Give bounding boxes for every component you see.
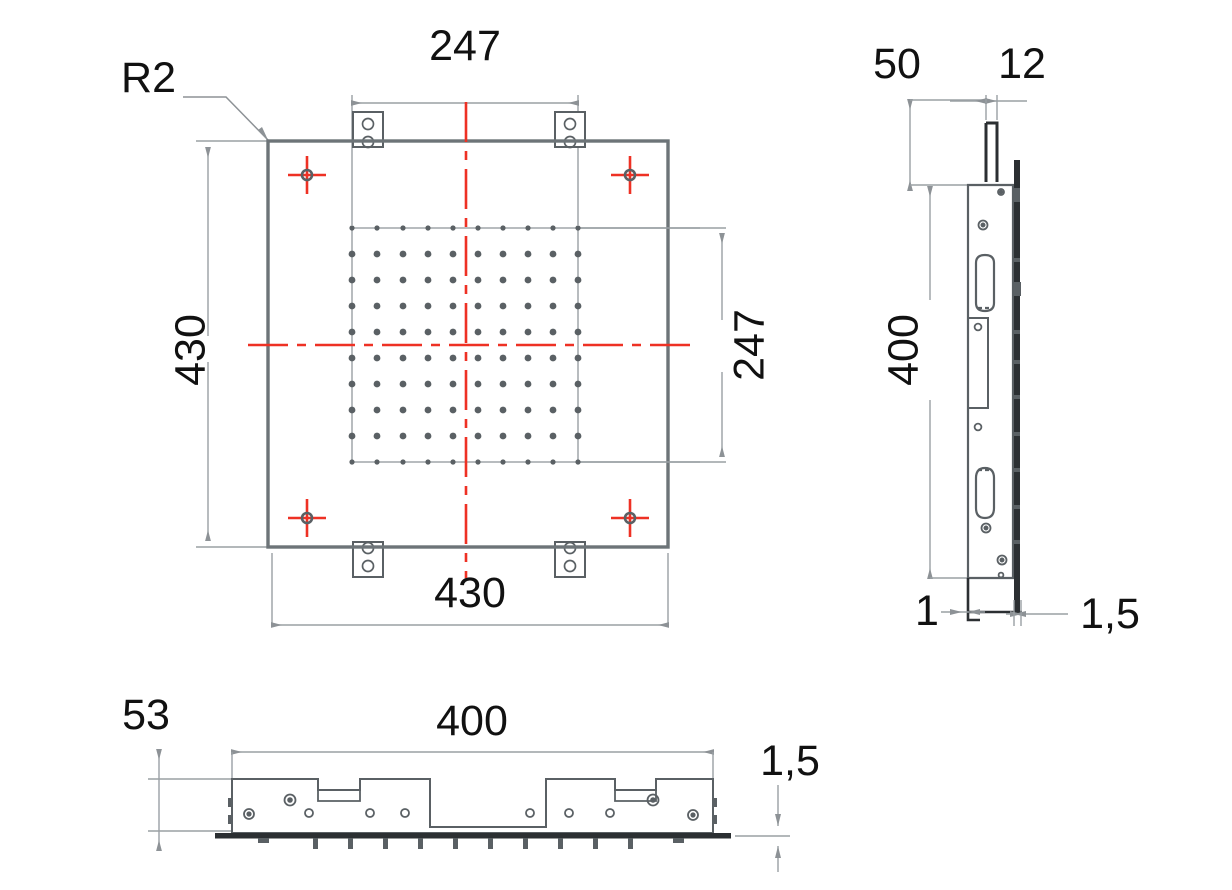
side-view: 50 12 400 bbox=[873, 40, 1140, 638]
front-view: 400 53 bbox=[122, 691, 820, 872]
dimension-plan-bottom-430: 430 bbox=[271, 569, 669, 628]
side-edge-serrations bbox=[1013, 188, 1021, 544]
side-top-bracket bbox=[984, 121, 999, 182]
plan-centerlines bbox=[248, 102, 690, 578]
callout-label-r2: R2 bbox=[121, 54, 176, 102]
hole-row-7 bbox=[348, 380, 582, 388]
side-fasteners bbox=[973, 188, 1008, 579]
dimension-label-430-vertical: 430 bbox=[166, 314, 214, 386]
side-slot-upper bbox=[974, 253, 996, 313]
hole-row-5 bbox=[348, 328, 582, 336]
hole-row-2 bbox=[348, 250, 582, 258]
dimension-label-247-vertical: 247 bbox=[725, 309, 773, 381]
side-skin-plate bbox=[1014, 160, 1020, 612]
dimension-label-front-53: 53 bbox=[122, 691, 170, 739]
corner-marker-bottom-right bbox=[611, 499, 649, 537]
hole-row-4 bbox=[348, 302, 582, 310]
front-bottom-tabs bbox=[258, 838, 684, 849]
dimension-front-53: 53 bbox=[122, 691, 232, 851]
front-edge-marks bbox=[228, 798, 717, 824]
front-body-profile bbox=[231, 778, 714, 834]
dimension-side-400: 400 bbox=[879, 186, 985, 579]
hole-row-8 bbox=[348, 406, 582, 414]
dimension-side-1-5: 1,5 bbox=[1006, 590, 1140, 638]
dimension-front-1-5: 1,5 bbox=[735, 737, 820, 872]
plan-view: 430 430 247 247 R2 bbox=[121, 22, 773, 628]
dimension-side-12: 12 bbox=[950, 40, 1046, 120]
dimension-label-front-1-5: 1,5 bbox=[760, 737, 820, 785]
dimension-label-front-400: 400 bbox=[436, 697, 508, 745]
dimension-plan-right-247: 247 bbox=[719, 233, 773, 457]
corner-marker-bottom-left bbox=[288, 499, 326, 537]
dimension-side-1: 1 bbox=[915, 587, 985, 635]
corner-marker-top-right bbox=[611, 156, 649, 194]
front-bottom-plate bbox=[215, 833, 731, 839]
front-fasteners bbox=[243, 793, 699, 821]
dimension-plan-left-430: 430 bbox=[166, 147, 214, 541]
dimension-label-side-1-5: 1,5 bbox=[1080, 590, 1140, 638]
dimension-label-430-horizontal: 430 bbox=[434, 569, 506, 617]
dimension-label-side-1: 1 bbox=[915, 587, 939, 635]
hole-row-6 bbox=[348, 354, 582, 362]
hole-row-3 bbox=[348, 276, 582, 284]
dimension-side-50: 50 bbox=[873, 40, 990, 191]
hole-row-9 bbox=[348, 432, 582, 440]
callout-r2: R2 bbox=[121, 54, 269, 141]
dimension-label-side-400: 400 bbox=[879, 314, 927, 386]
side-slot-lower bbox=[974, 466, 996, 520]
side-body-profile bbox=[966, 160, 1020, 612]
plan-hole-grid bbox=[348, 225, 582, 465]
side-internal-recess bbox=[968, 317, 989, 409]
dimension-label-247-horizontal: 247 bbox=[429, 22, 501, 70]
hole-row-10 bbox=[349, 459, 581, 465]
plan-hole-field-extension bbox=[578, 227, 700, 463]
hole-row-1 bbox=[349, 225, 581, 231]
dimension-front-400: 400 bbox=[231, 697, 714, 830]
dimension-label-side-12: 12 bbox=[998, 40, 1046, 88]
corner-marker-top-left bbox=[288, 156, 326, 194]
dimension-label-side-50: 50 bbox=[873, 40, 921, 88]
